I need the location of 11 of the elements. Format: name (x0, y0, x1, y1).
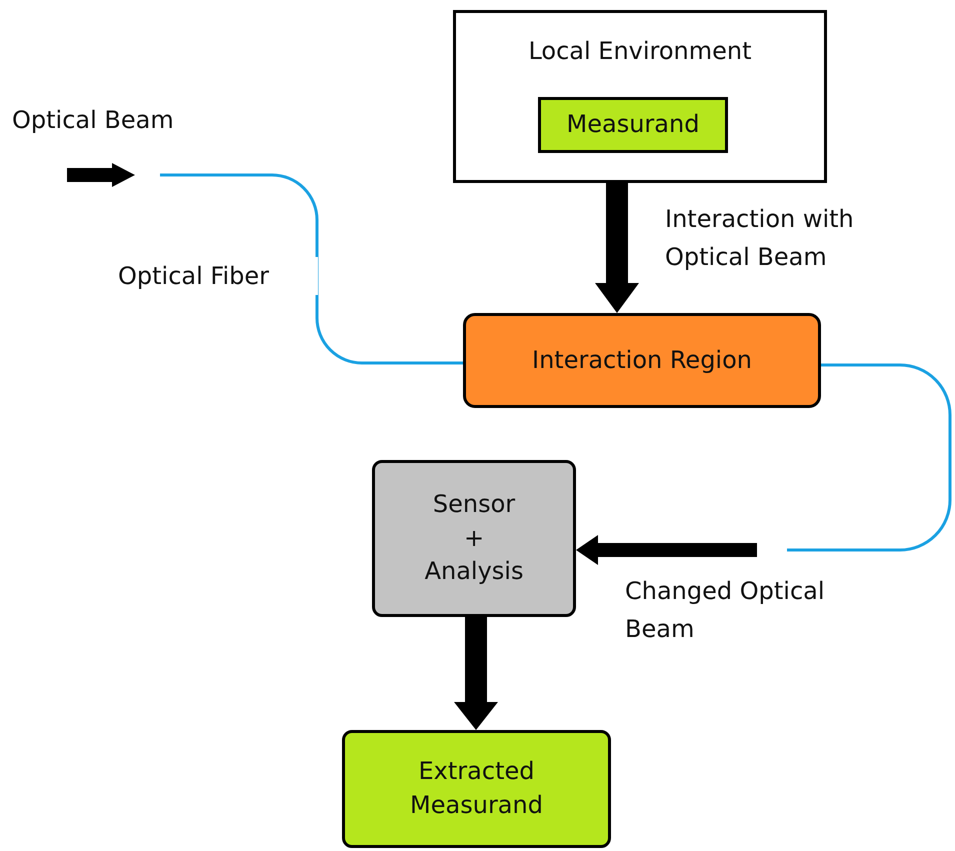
node-label: Extracted Measurand (410, 756, 543, 821)
node-label: Sensor + Analysis (424, 489, 524, 588)
node-label: Interaction Region (532, 344, 752, 376)
node-label: Local Environment (528, 36, 752, 67)
edge-label: Optical Fiber (118, 257, 318, 296)
process-box (463, 313, 821, 408)
measurand-box (538, 97, 728, 153)
node-label: Measurand (566, 109, 700, 140)
environment-box (453, 10, 827, 183)
result-box (342, 730, 611, 848)
process-box (372, 460, 576, 617)
